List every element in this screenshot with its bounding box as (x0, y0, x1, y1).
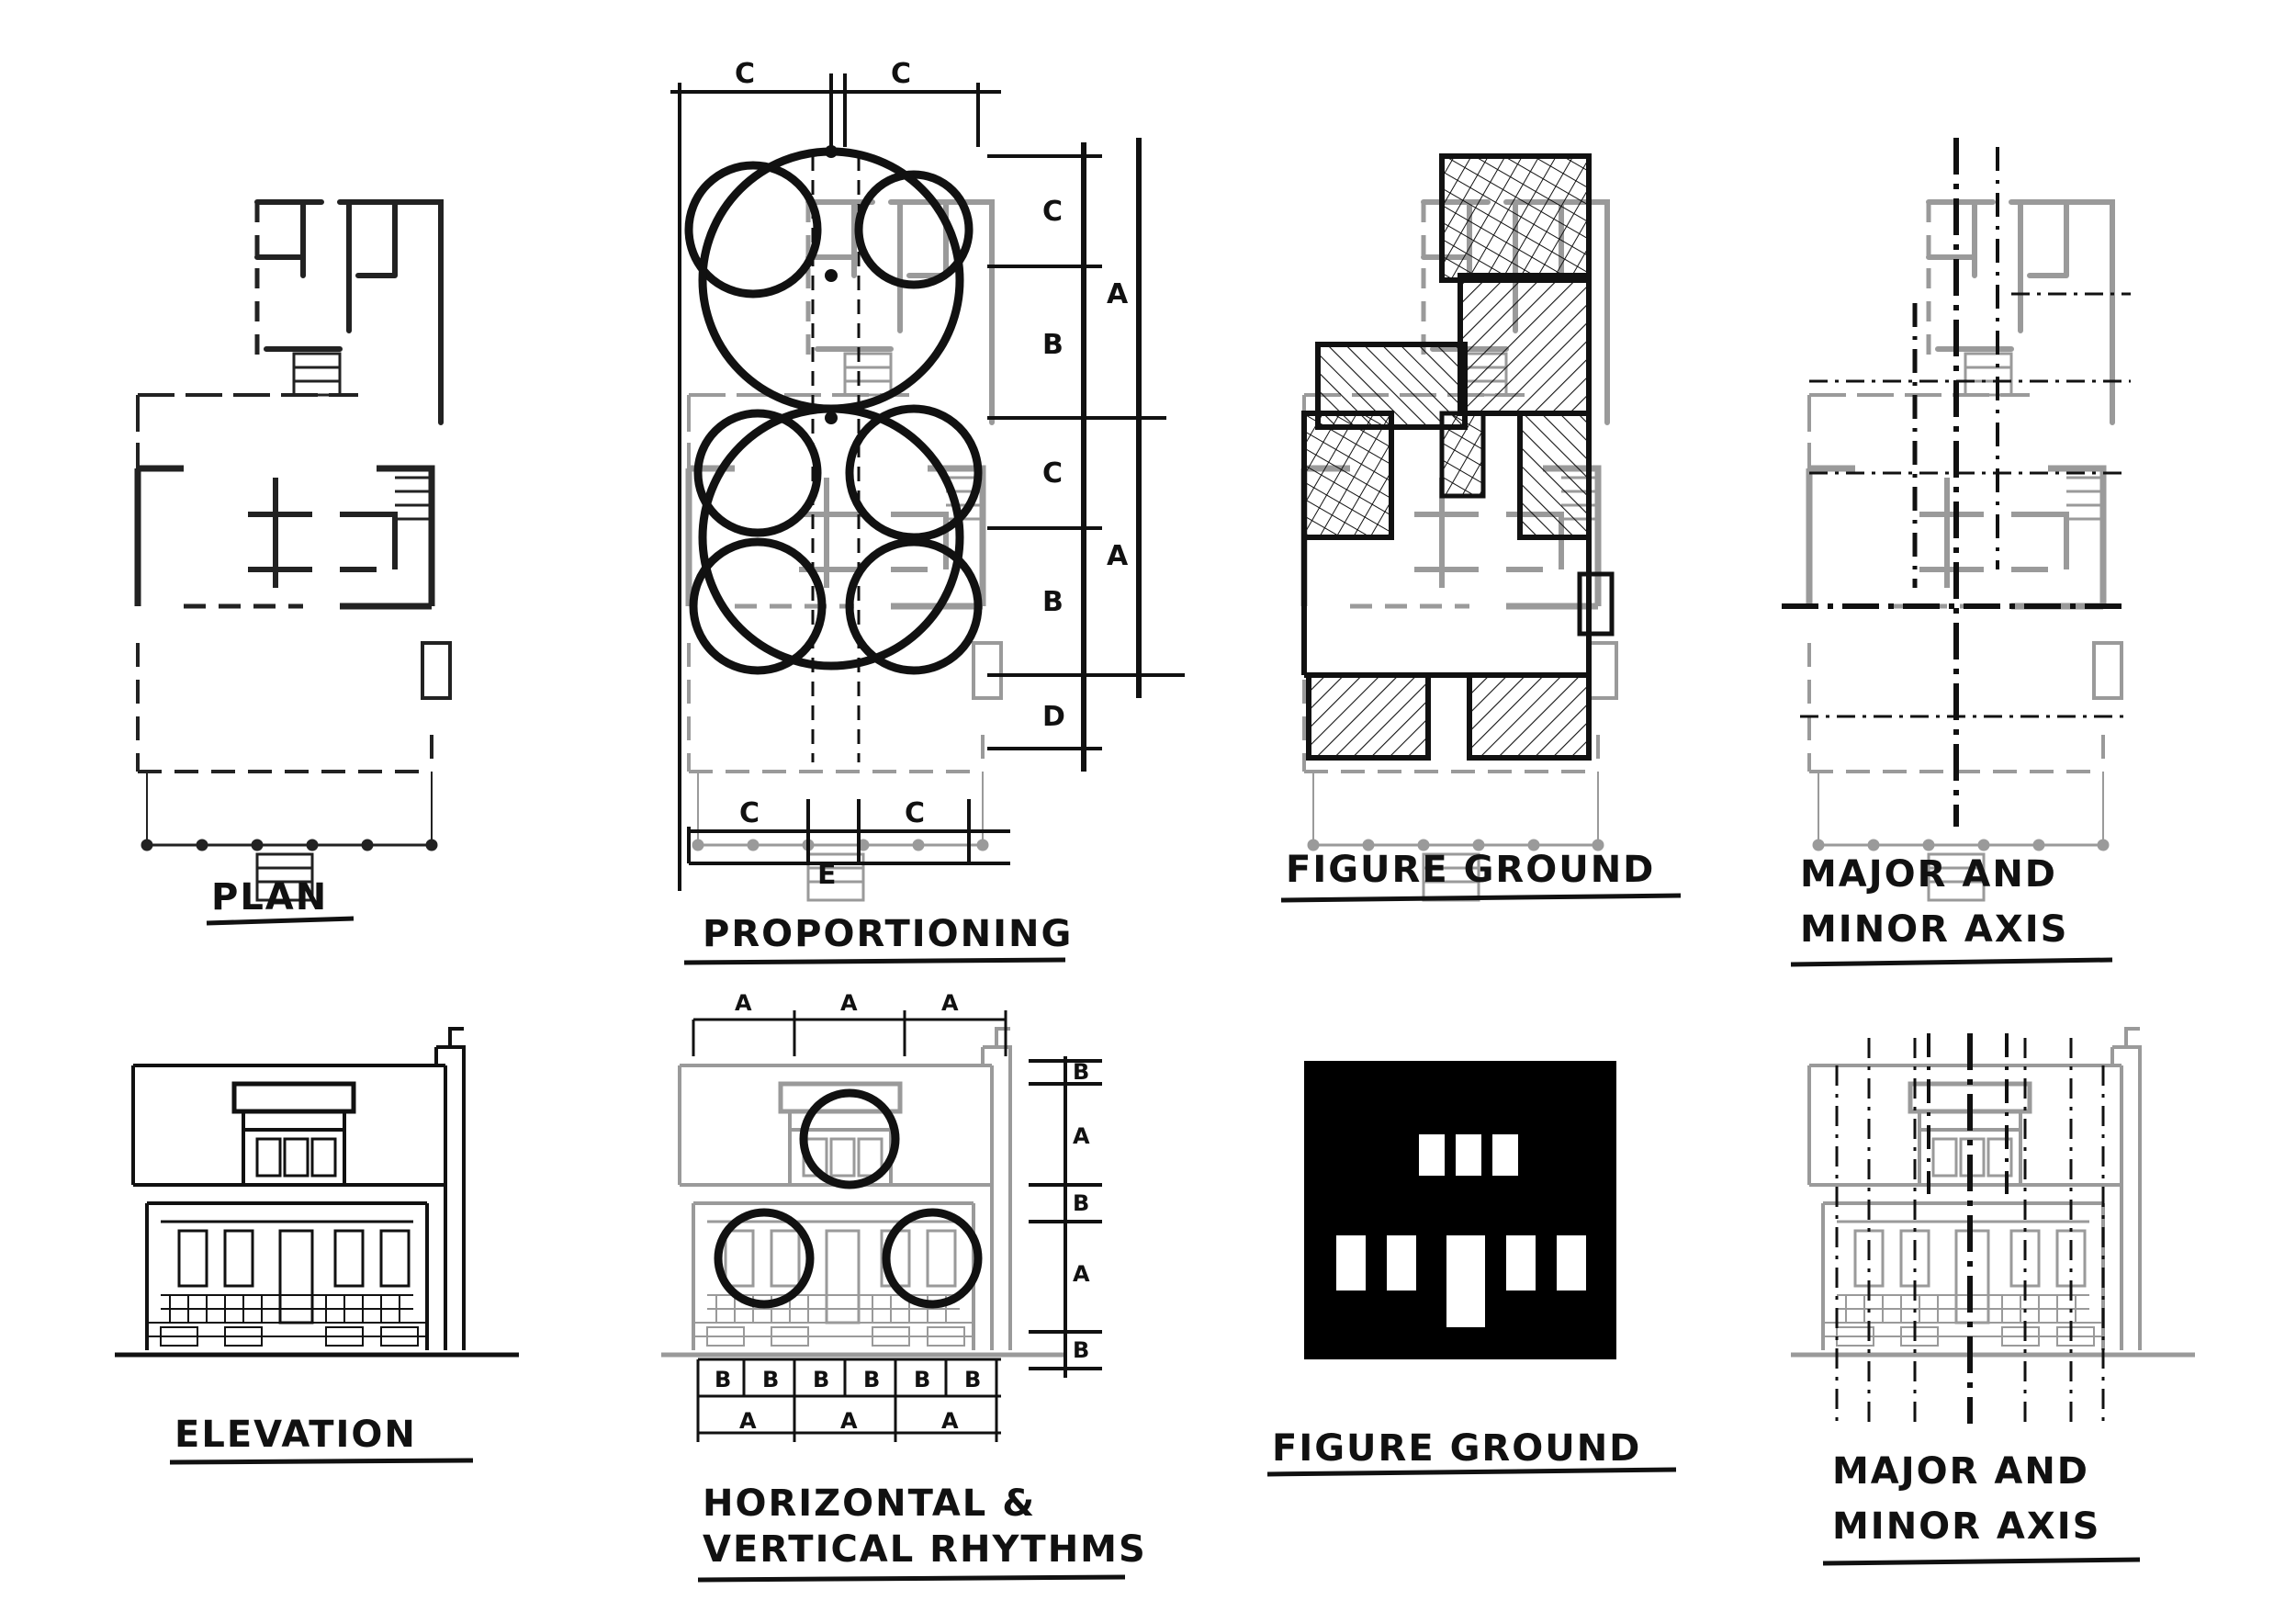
caption-rhythms-line2: VERTICAL RHYTHMS (703, 1528, 1147, 1571)
prop-dim-bottom-1: C (739, 797, 760, 829)
caption-axis-elevation-line2: MINOR AXIS (1832, 1505, 2100, 1548)
rhythm-dim-bottom-small-4: B (863, 1367, 880, 1392)
rhythm-dim-bottom-large-2: A (840, 1408, 858, 1434)
rhythm-dim-bottom-small-2: B (762, 1367, 779, 1392)
caption-axis-plan-line2: MINOR AXIS (1800, 908, 2068, 951)
prop-dim-far-right-1: A (1107, 278, 1129, 310)
caption-figure-ground-plan-underline (1280, 893, 1682, 903)
prop-dim-right-4: B (1042, 586, 1064, 618)
rhythm-dim-right-3: B (1073, 1190, 1089, 1216)
caption-proportioning: PROPORTIONING (703, 913, 1073, 955)
caption-proportioning-underline (683, 957, 1066, 965)
prop-dim-bottom-2: C (905, 797, 925, 829)
rhythm-dim-bottom-small-6: B (964, 1367, 981, 1392)
caption-figure-ground-elevation: FIGURE GROUND (1272, 1427, 1641, 1470)
prop-dim-right-3: C (1042, 457, 1063, 490)
prop-dim-top-1: C (735, 58, 755, 90)
figure-ground-plan-drawing (1304, 153, 1616, 900)
caption-axis-plan-line1: MAJOR AND (1800, 853, 2057, 896)
prop-dim-far-right-2: A (1107, 540, 1129, 572)
rhythm-dim-bottom-large-1: A (739, 1408, 757, 1434)
prop-dim-bottom-total: E (817, 859, 837, 891)
caption-plan-underline (206, 916, 355, 926)
caption-elevation: ELEVATION (174, 1414, 417, 1456)
axis-plan-drawing (1782, 138, 2131, 900)
caption-axis-plan-underline (1790, 957, 2113, 967)
figure-ground-elevation-drawing (1304, 1061, 1616, 1359)
rhythm-dim-top-1: A (735, 990, 752, 1016)
caption-plan: PLAN (211, 876, 328, 919)
rhythm-dim-bottom-small-3: B (813, 1367, 829, 1392)
caption-axis-elevation-underline (1822, 1557, 2141, 1566)
plan-drawing (138, 202, 450, 900)
prop-dim-right-2: B (1042, 329, 1064, 361)
axis-elevation-drawing (1791, 1029, 2195, 1424)
rhythm-dim-right-5: B (1073, 1337, 1089, 1363)
rhythm-dim-right-1: B (1073, 1059, 1089, 1085)
prop-dim-top-2: C (891, 58, 911, 90)
prop-dim-right-1: C (1042, 196, 1063, 228)
caption-elevation-underline (169, 1458, 474, 1465)
rhythms-drawing: A A A B A B A B B B B B B B A A A (661, 990, 1102, 1442)
rhythm-dim-bottom-large-3: A (941, 1408, 959, 1434)
rhythm-dim-bottom-small-5: B (914, 1367, 930, 1392)
caption-figure-ground-elevation-underline (1266, 1467, 1677, 1477)
caption-figure-ground-plan: FIGURE GROUND (1286, 849, 1655, 891)
prop-dim-right-5: D (1042, 701, 1065, 733)
rhythm-dim-bottom-small-1: B (715, 1367, 731, 1392)
caption-axis-elevation-line1: MAJOR AND (1832, 1450, 2089, 1493)
rhythm-dim-top-3: A (941, 990, 959, 1016)
caption-rhythms-underline (697, 1574, 1126, 1583)
rhythm-dim-right-4: A (1073, 1261, 1090, 1287)
elevation-drawing (115, 1029, 519, 1355)
rhythm-dim-right-2: A (1073, 1123, 1090, 1149)
proportioning-drawing: C C C B C B D A A C C E (670, 58, 1185, 900)
caption-rhythms-line1: HORIZONTAL & (703, 1482, 1036, 1525)
rhythm-dim-top-2: A (840, 990, 858, 1016)
